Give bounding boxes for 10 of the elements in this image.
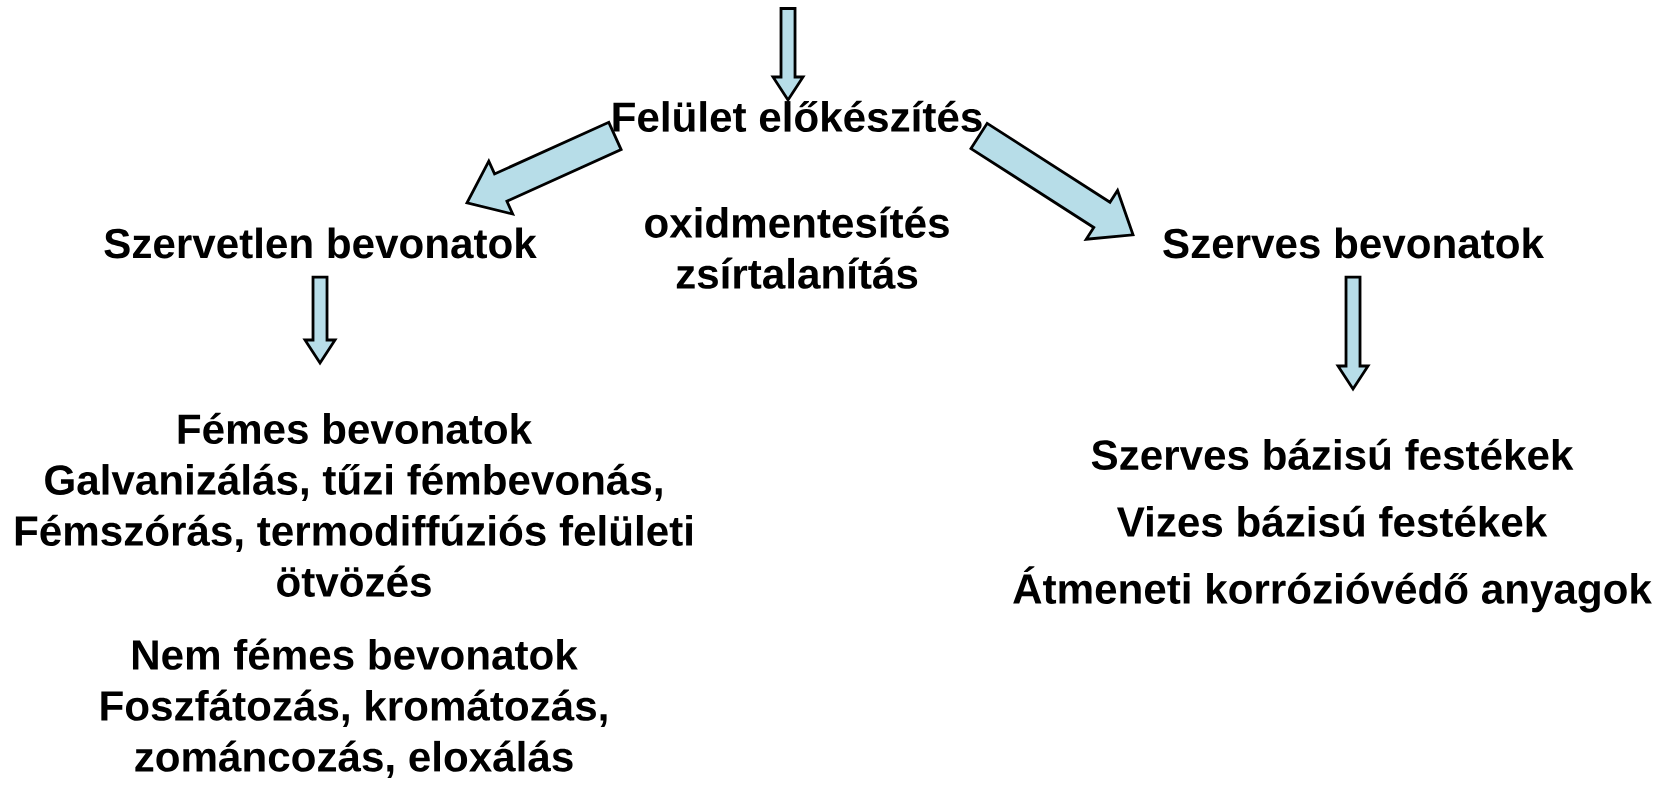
process-text: Szervetlen bevonatok bbox=[104, 227, 537, 259]
process-text: Fémes bevonatok Galvanizálás, tűzi fémbevonás, Fémszórás, termodiffúziós felületi ötvözés Nem fémes bevonatok Foszfátozás, kromátozás, zománcozás, eloxálás bbox=[15, 412, 692, 778]
process-text: Szerves bázisú festékek Vizes bázisú festékek Átmeneti korrózióvédő anyagok bbox=[1013, 438, 1652, 613]
block-arrow bbox=[1335, 275, 1371, 392]
process-text: Szerves bevonatok bbox=[1163, 227, 1545, 259]
block-arrow bbox=[770, 7, 806, 103]
block-arrow bbox=[302, 275, 338, 366]
block-arrow bbox=[464, 120, 623, 217]
process-text: Felület előkészítés oxidmentesítés zsírtalanítás bbox=[613, 100, 982, 289]
block-arrow bbox=[969, 121, 1135, 241]
